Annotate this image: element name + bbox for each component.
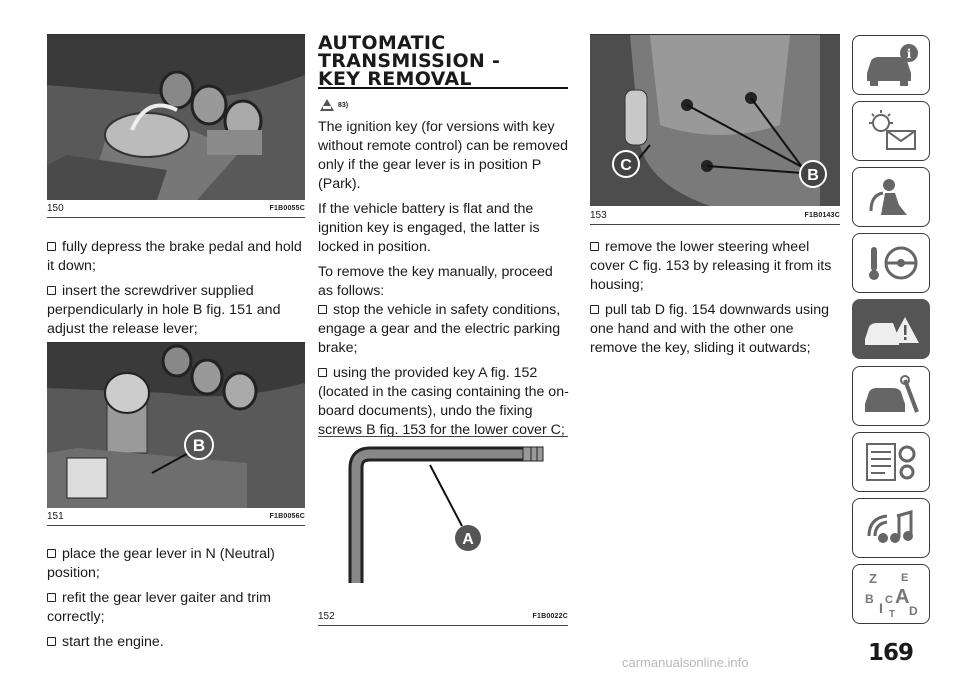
bullet-box-icon [47,549,56,558]
heading-underline [318,87,568,89]
divider [590,224,840,225]
callout-b: B [193,436,205,455]
col1-bullets-top: fully depress the brake pedal and hold i… [47,238,309,345]
svg-text:A: A [895,586,909,608]
tab-starting-driving[interactable] [852,233,930,293]
figure-code: F1B0022C [532,612,568,620]
figure-151-caption: 151 F1B0056C [47,509,305,523]
callout-c: C [620,157,632,174]
divider [47,217,305,218]
svg-text:B: B [865,592,874,606]
svg-text:C: C [885,594,893,606]
tab-emergency[interactable] [852,299,930,359]
col3-body: remove the lower steering wheel cover C … [590,238,842,364]
tab-safety[interactable] [852,167,930,227]
bullet-box-icon [590,305,599,314]
index-letters-icon: Z E B A I C T D [865,571,918,619]
bullet-box-icon [47,242,56,251]
callout-a: A [462,531,474,548]
list-item: using the provided key A fig. 152 (locat… [318,365,569,438]
paragraph: To remove the key manually, proceed as f… [318,264,553,299]
divider [318,625,568,626]
bullet-box-icon [318,368,327,377]
watermark: carmanualsonline.info [622,655,749,670]
svg-text:i: i [907,47,912,61]
figure-code: F1B0143C [804,211,840,219]
figure-number: 151 [47,510,64,522]
list-item: remove the lower steering wheel cover C … [590,239,832,293]
list-item: pull tab D fig. 154 downwards using one … [590,302,829,356]
bullet-box-icon [47,593,56,602]
list-item: fully depress the brake pedal and hold i… [47,239,302,274]
figure-150-caption: 150 F1B0055C [47,201,305,215]
tab-maintenance[interactable] [852,366,930,426]
bullet-box-icon [47,286,56,295]
callout-b: B [807,167,819,184]
paragraph: The ignition key (for versions with key … [318,119,568,192]
warning-icon [320,99,334,111]
figure-151: B [47,342,305,508]
figure-code: F1B0055C [269,204,305,212]
figure-150 [47,34,305,200]
figure-153-caption: 153 F1B0143C [590,208,840,222]
list-item: refit the gear lever gaiter and trim cor… [47,590,271,625]
warning-reference: 83) [338,102,349,109]
section-title: AUTOMATIC TRANSMISSION - KEY REMOVAL [318,32,501,90]
seat-airbag-safety-icon [869,179,907,215]
page-number: 169 [868,640,914,666]
svg-text:I: I [879,600,883,616]
divider [47,525,305,526]
figure-152-caption: 152 F1B0022C [318,609,568,623]
figure-number: 153 [590,209,607,221]
technical-data-icon [866,443,916,481]
figure-153: C B [590,34,840,206]
svg-text:D: D [909,604,918,618]
figure-number: 152 [318,610,335,622]
tab-car-info[interactable]: i [852,35,930,95]
svg-text:Z: Z [869,571,877,586]
tab-warning-lights[interactable] [852,101,930,161]
svg-text:E: E [901,572,908,584]
car-info-icon: i [867,44,918,86]
bullet-box-icon [47,637,56,646]
divider [318,436,568,437]
col2-body: The ignition key (for versions with key … [318,118,570,446]
tab-index[interactable]: Z E B A I C T D [852,564,930,624]
paragraph: If the vehicle battery is flat and the i… [318,201,540,255]
warning-lights-icon [869,110,916,150]
bullet-box-icon [590,242,599,251]
multimedia-icon [867,510,913,543]
emergency-car-icon [865,317,919,345]
list-item: start the engine. [47,633,309,652]
figure-code: F1B0056C [269,512,305,520]
car-maintenance-icon [865,375,919,413]
figure-number: 150 [47,202,64,214]
bullet-box-icon [318,305,327,314]
figure-152: A [318,438,568,603]
tab-technical-data[interactable] [852,432,930,492]
svg-text:T: T [889,609,895,619]
list-item: stop the vehicle in safety conditions, e… [318,302,561,356]
key-steering-wheel-icon [869,246,918,280]
tab-multimedia[interactable] [852,498,930,558]
list-item: place the gear lever in N (Neutral) posi… [47,546,275,581]
col1-bullets-bottom: place the gear lever in N (Neutral) posi… [47,545,309,658]
list-item: insert the screwdriver supplied perpendi… [47,283,281,337]
